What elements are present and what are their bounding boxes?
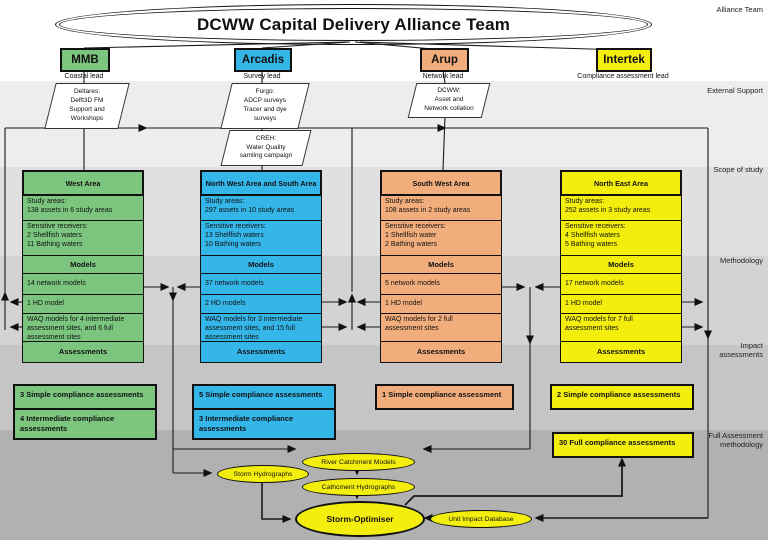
catchment-hydrographs-ellipse: Cathcment Hydrographs	[302, 478, 415, 496]
partner-lead-arcadis: Survey lead	[243, 73, 281, 80]
column-north-east-area: North East Area Study areas: 252 assets …	[560, 170, 682, 370]
simple-compliance: 1 Simple compliance assessment	[382, 390, 502, 399]
sensitive-receivers-cell: Sensitive receivers: 1 Shellfish water 2…	[380, 220, 502, 256]
assessments-header: Assessments	[22, 341, 144, 363]
river-catchment-models-ellipse: River Catchment Models	[302, 453, 415, 471]
partner-lead-intertek: Compliance assessment lead	[577, 73, 669, 80]
partner-lead-arup: Network lead	[422, 73, 464, 80]
intermediate-compliance: 4 Intermediate compliance assessments	[15, 408, 155, 438]
unit-impact-database-ellipse: Unit Impact Database	[430, 510, 532, 528]
compliance-box-north-east: 2 Simple compliance assessments	[550, 384, 694, 410]
external-support-furgo: Furgo: ADCP surveys Tracer and dye surve…	[220, 83, 310, 129]
partner-box-arup: Arup	[420, 48, 469, 72]
hd-model-cell: 2 HD models	[200, 294, 322, 314]
partner-box-arcadis: Arcadis	[234, 48, 292, 72]
furgo-text: Furgo: ADCP surveys Tracer and dye surve…	[243, 88, 287, 122]
alliance-team-ellipse: DCWW Capital Delivery Alliance Team	[55, 4, 652, 45]
assessments-header: Assessments	[380, 341, 502, 363]
hd-model-cell: 1 HD model	[22, 294, 144, 314]
sensitive-receivers-cell: Sensitive receivers: 4 Shellfish waters …	[560, 220, 682, 256]
network-models-cell: 14 network models	[22, 273, 144, 295]
study-areas-cell: Study areas: 252 assets in 3 study areas	[560, 195, 682, 221]
sensitive-receivers-cell: Sensitive receivers: 13 Shellfish waters…	[200, 220, 322, 256]
storm-optimiser-ellipse: Storm-Optimiser	[295, 501, 425, 537]
waq-models-cell: WAQ models for 4 intermediate assessment…	[22, 313, 144, 342]
sensitive-receivers-cell: Sensitive receivers: 2 Shellfish waters …	[22, 220, 144, 256]
assessments-header: Assessments	[560, 341, 682, 363]
lane-label-alliance-team: Alliance Team	[716, 5, 763, 14]
column-south-west-area: South West Area Study areas: 108 assets …	[380, 170, 502, 370]
network-models-cell: 17 network models	[560, 273, 682, 295]
creh-text: CREH: Water Quality samling campaign	[239, 134, 293, 160]
compliance-box-south-west: 1 Simple compliance assessment	[375, 384, 514, 410]
column-header: South West Area	[380, 170, 502, 196]
lane-label-full-assessment: Full Assessment methodology	[708, 431, 763, 449]
simple-compliance: 5 Simple compliance assessments	[199, 390, 323, 399]
column-north-west-south-area: North West Area and South Area Study are…	[200, 170, 322, 370]
models-header: Models	[22, 255, 144, 274]
column-header: North East Area	[560, 170, 682, 196]
study-areas-cell: Study areas: 138 assets in 6 study areas	[22, 195, 144, 221]
column-header: North West Area and South Area	[200, 170, 322, 196]
network-models-cell: 37 network models	[200, 273, 322, 295]
waq-models-cell: WAQ models for 7 full assessment sites	[560, 313, 682, 342]
external-support-deltares: Deltares: Delft3D FM Support and Worksho…	[44, 83, 130, 129]
lane-label-methodology: Methodology	[720, 256, 763, 265]
lane-label-impact-assessments: Impact assessments	[719, 341, 763, 359]
study-areas-cell: Study areas: 108 assets in 2 study areas	[380, 195, 502, 221]
models-header: Models	[380, 255, 502, 274]
external-support-creh: CREH: Water Quality samling campaign	[220, 130, 312, 166]
hd-model-cell: 1 HD model	[380, 294, 502, 314]
study-areas-cell: Study areas: 297 assets in 10 study area…	[200, 195, 322, 221]
hd-model-cell: 1 HD model	[560, 294, 682, 314]
deltares-text: Deltares: Delft3D FM Support and Worksho…	[69, 88, 105, 122]
partner-box-intertek: Intertek	[596, 48, 652, 72]
compliance-box-west: 3 Simple compliance assessments 4 Interm…	[13, 384, 157, 440]
external-support-dcww: DCWW: Asset and Network collation	[407, 83, 491, 118]
waq-models-cell: WAQ models for 3 intermediate assessment…	[200, 313, 322, 342]
lane-label-scope-of-study: Scope of study	[713, 165, 763, 174]
assessments-header: Assessments	[200, 341, 322, 363]
waq-models-cell: WAQ models for 2 full assessment sites	[380, 313, 502, 342]
compliance-box-north-west: 5 Simple compliance assessments 3 Interm…	[192, 384, 336, 440]
models-header: Models	[200, 255, 322, 274]
column-header: West Area	[22, 170, 144, 196]
full-compliance-box: 30 Full compliance assessments	[552, 432, 694, 458]
simple-compliance: 2 Simple compliance assessments	[557, 390, 681, 399]
band-external-support	[0, 81, 768, 167]
column-west-area: West Area Study areas: 138 assets in 6 s…	[22, 170, 144, 370]
partner-lead-mmb: Coastal lead	[64, 73, 104, 80]
lane-label-external-support: External Support	[707, 86, 763, 95]
simple-compliance: 3 Simple compliance assessments	[20, 390, 144, 399]
partner-box-mmb: MMB	[60, 48, 110, 72]
dcww-text: DCWW: Asset and Network collation	[424, 87, 474, 112]
models-header: Models	[560, 255, 682, 274]
network-models-cell: 5 network models	[380, 273, 502, 295]
storm-hydrographs-ellipse: Storm Hydrographs	[217, 465, 309, 483]
full-compliance: 30 Full compliance assessments	[559, 438, 676, 447]
intermediate-compliance: 3 Intermediate compliance assessments	[194, 408, 334, 438]
